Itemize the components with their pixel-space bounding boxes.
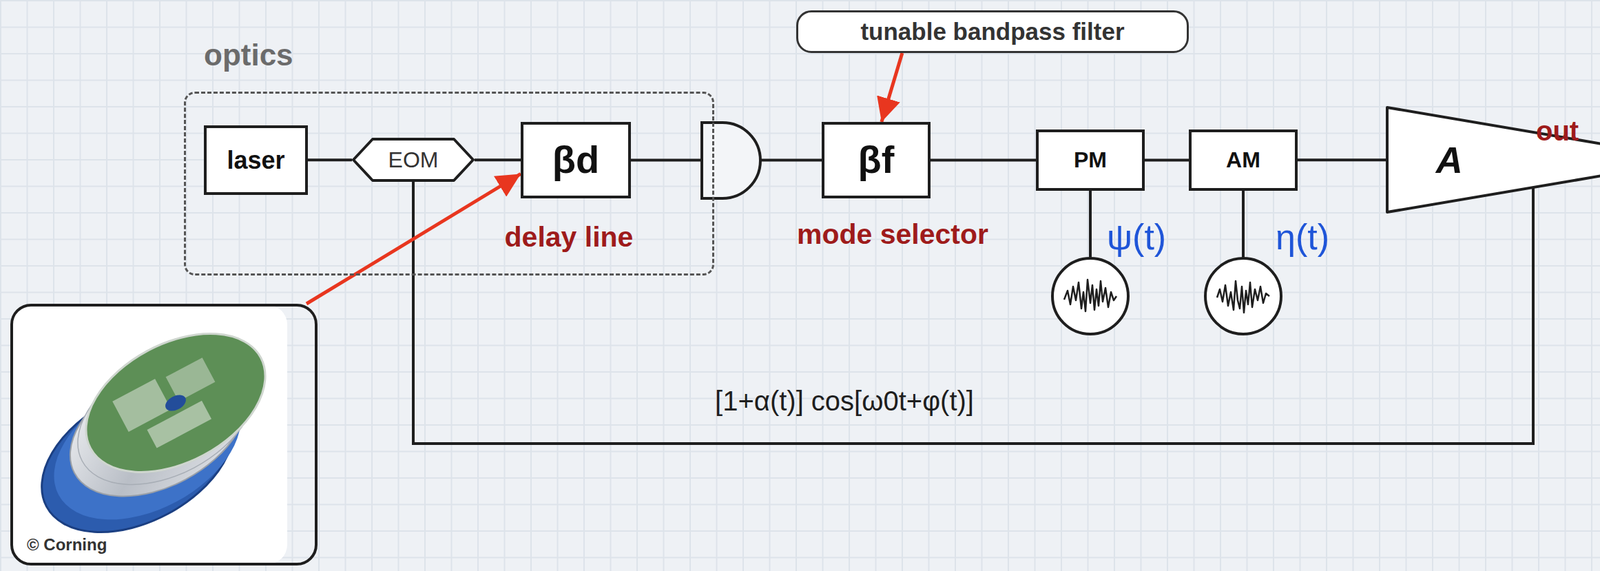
signal-wire bbox=[1297, 158, 1386, 162]
caption-label: mode selector bbox=[796, 218, 989, 251]
pointer-arrow bbox=[306, 173, 521, 304]
box-label: laser bbox=[226, 146, 285, 175]
photodetector-symbol bbox=[701, 122, 761, 199]
photo-credit: © Corning bbox=[26, 535, 107, 555]
spool-label bbox=[62, 305, 289, 501]
signal-wire bbox=[930, 159, 1036, 162]
region-heading: optics bbox=[203, 37, 294, 74]
spool-label-print bbox=[112, 354, 230, 457]
signal-formula: [1+α(t)] cos[ω0t+φ(t)] bbox=[714, 385, 974, 417]
noise-wire bbox=[1241, 190, 1245, 259]
box-label: PM bbox=[1073, 147, 1107, 173]
signal-name: ψ(t) bbox=[1106, 216, 1167, 259]
filter-callout: tunable bandpass filter bbox=[796, 10, 1189, 54]
callout-text: tunable bandpass filter bbox=[860, 17, 1125, 46]
shape-outline bbox=[1387, 107, 1600, 213]
phase-modulator: PM bbox=[1035, 129, 1145, 191]
caption-label: delay line bbox=[504, 221, 634, 254]
photo-inset: © Corning bbox=[10, 303, 318, 566]
shape-outline bbox=[353, 139, 474, 181]
pointer-arrow bbox=[881, 53, 903, 122]
eom-modulator: EOM bbox=[351, 137, 475, 182]
output-label: out bbox=[1535, 115, 1579, 147]
filter-box: βf bbox=[821, 121, 931, 199]
box-label: βf bbox=[858, 137, 895, 182]
optics-region: laserEOMβdoptics bbox=[183, 91, 715, 276]
signal-wire bbox=[307, 158, 352, 162]
delay-line-box: βd bbox=[520, 121, 631, 199]
noise-source bbox=[1052, 258, 1129, 335]
signal-wire bbox=[1144, 159, 1189, 162]
box-label: AM bbox=[1226, 147, 1261, 173]
box-label: EOM bbox=[388, 147, 439, 173]
noise-trace bbox=[1217, 281, 1270, 313]
signal-wire bbox=[474, 158, 521, 162]
laser-box: laser bbox=[203, 125, 308, 195]
amplitude-modulator: AM bbox=[1188, 129, 1298, 191]
noise-wire bbox=[1088, 190, 1092, 259]
noise-trace bbox=[1064, 279, 1117, 312]
box-label: βd bbox=[552, 137, 600, 182]
spool-hole bbox=[162, 391, 189, 415]
signal-name: η(t) bbox=[1275, 216, 1330, 259]
box-label: A bbox=[1436, 138, 1463, 182]
noise-source bbox=[1205, 258, 1282, 335]
